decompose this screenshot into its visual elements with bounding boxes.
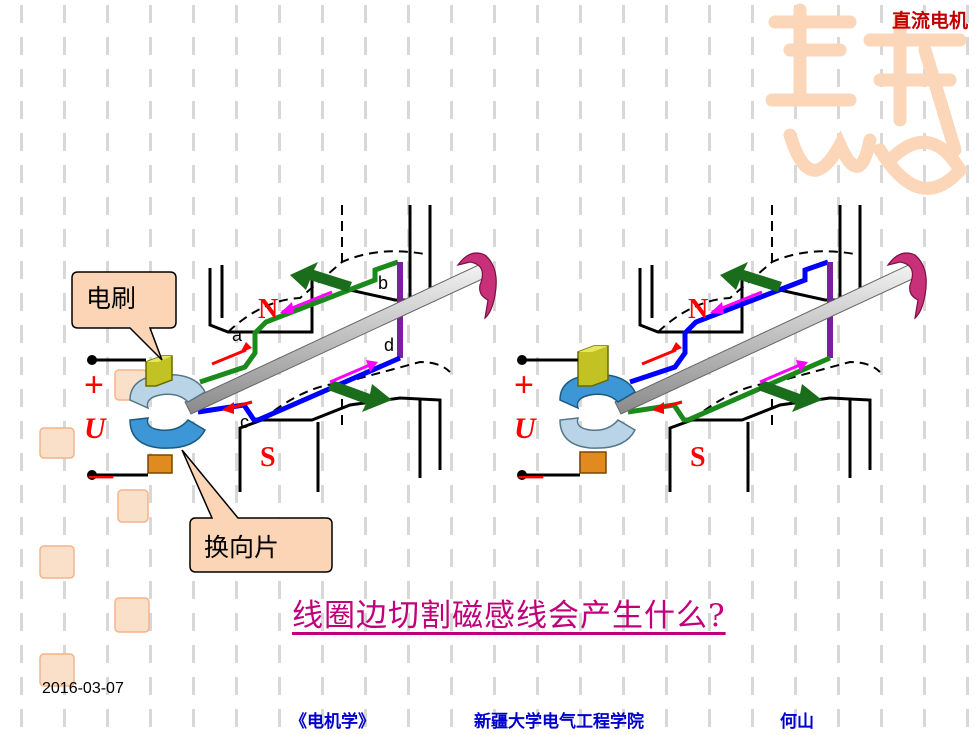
callout-commutator-label: 换向片 [204,533,280,562]
footer-school: 新疆大学电气工程学院 [474,712,644,732]
rotation-arrow-left [456,252,497,320]
force-arrow-top-left [290,262,352,292]
force-arrow-bottom-left [328,380,392,412]
coil-side-top-right [629,259,829,385]
force-arrow-bottom-right [758,380,822,412]
south-pole-label-left: S [260,442,276,473]
right-machine [517,205,927,492]
footer-author: 何山 [780,712,814,732]
coil-label-a: a [232,325,243,345]
coil-label-d: d [384,335,395,355]
plus-sign-right: + [514,366,534,404]
callout-brush-label: 电刷 [86,284,137,313]
plus-sign-left: + [84,366,104,404]
north-pole-label-right: N [688,294,709,325]
south-pole-body-right [668,396,872,492]
current-arrow-c [222,402,234,414]
south-pole-body-left [238,396,442,492]
brush-bottom-left [147,454,173,474]
velocity-arrow-bottom-left [329,362,373,384]
coil-label-c: c [240,412,249,432]
voltage-label-left: U [84,412,106,445]
coil-side-ab [199,259,399,385]
voltage-label-right: U [514,412,536,445]
minus-sign-right: － [514,460,548,498]
force-arrow-top-right [720,262,782,292]
north-pole-label-left: N [258,294,279,325]
minus-sign-left: － [84,460,118,498]
commutator-left [129,373,206,449]
current-arrow-bottom-right [652,402,664,414]
slide-title: 直流电机 [891,10,968,32]
seal-stamps [39,369,150,687]
coil-label-b: b [378,273,389,293]
left-machine [87,205,497,492]
question-text: 线圈边切割磁感线会产生什么? [292,598,726,634]
south-pole-label-right: S [690,442,706,473]
seal-watermark [765,3,969,195]
brush-bottom-right [579,451,607,474]
velocity-arrow-bottom-right [759,362,803,384]
slide-date: 2016-03-07 [42,680,124,697]
callout-commutator-shape [181,449,333,573]
rotation-arrow-right [886,252,927,320]
callout-brush-shape [71,271,177,361]
footer-book-title: 《电机学》 [290,712,375,732]
